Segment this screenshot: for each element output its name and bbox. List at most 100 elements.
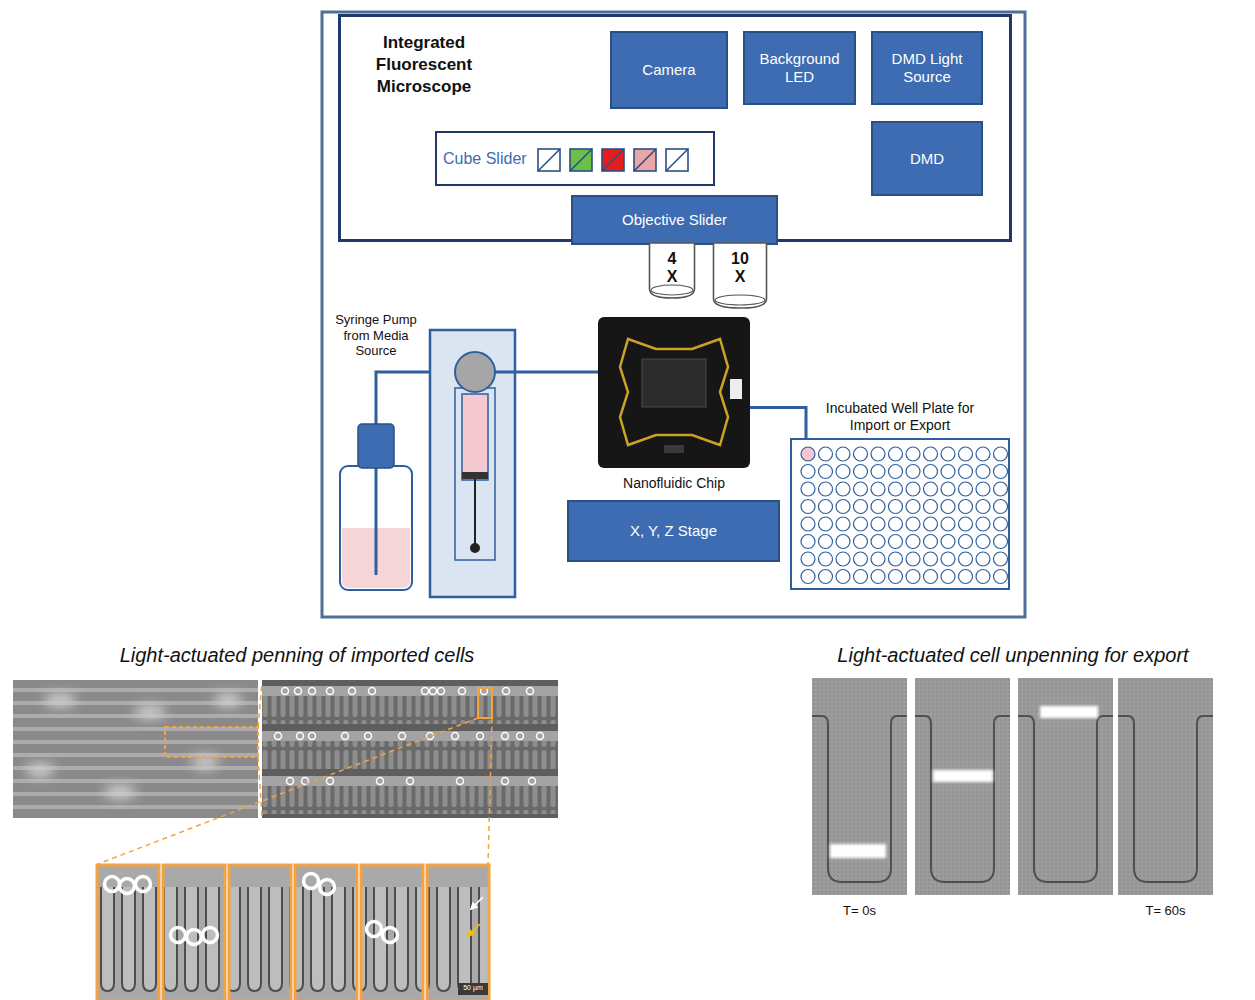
illustration-part (262, 680, 558, 818)
illustration-part (538, 149, 560, 171)
illustration-part (452, 733, 459, 740)
stage-box: X, Y, Z Stage (567, 500, 780, 562)
illustration-part (889, 517, 903, 531)
illustration-part (959, 482, 973, 496)
illustration-part (915, 678, 1010, 895)
illustration-part (976, 570, 990, 584)
label-slot: 50 µm (458, 984, 488, 992)
illustration-part (836, 570, 850, 584)
illustration-part (361, 865, 423, 1000)
well-plate: Incubated Well Plate for Import or Expor… (790, 438, 1010, 590)
dmd-box: DMD (871, 121, 983, 196)
illustration-part (642, 359, 706, 407)
panel-title: Light-actuated penning of imported cells (47, 643, 547, 667)
illustration-part (474, 479, 476, 545)
illustration-part (924, 570, 938, 584)
illustration-part (715, 295, 765, 305)
illustration-part (650, 243, 695, 298)
illustration-part (801, 500, 815, 514)
illustration-part (427, 865, 489, 1000)
illustration-part (430, 330, 515, 597)
node-text: Cube Slider (437, 150, 527, 168)
illustration-part (819, 570, 833, 584)
illustration-part (889, 465, 903, 479)
node-text: 4 X (667, 250, 678, 299)
illustration-part (819, 535, 833, 549)
illustration-part (282, 688, 289, 695)
illustration-part (941, 447, 955, 461)
illustration-part (602, 149, 624, 171)
illustration-part (801, 447, 815, 461)
illustration-part (871, 465, 885, 479)
illustration-part (994, 465, 1008, 479)
illustration-part (163, 865, 225, 1000)
illustration-part (477, 733, 484, 740)
illustration-part (889, 570, 903, 584)
illustration-part (165, 727, 258, 757)
scale-bar-label: 50 µm (458, 984, 488, 992)
illustration-part (455, 388, 495, 560)
illustration-part (203, 928, 218, 943)
nanofluidic-chip: Nanofluidic Chip (598, 317, 750, 468)
node-text: Camera (642, 61, 695, 79)
illustration-part (836, 500, 850, 514)
illustration-part (871, 535, 885, 549)
illustration-part (134, 705, 166, 719)
node-text: DMD (910, 150, 944, 168)
illustration-part (262, 731, 558, 741)
illustration-part (924, 465, 938, 479)
microscope-housing: Integrated Fluorescent MicroscopeCameraB… (338, 14, 1012, 242)
instrument-frame (322, 12, 1025, 617)
illustration-part (503, 688, 510, 695)
illustration-part (801, 482, 815, 496)
illustration-part (889, 482, 903, 496)
illustration-part (13, 805, 258, 809)
label-slot: Light-actuated cell unpenning for export (780, 643, 1246, 667)
illustration-part (527, 688, 534, 695)
illustration-part (924, 482, 938, 496)
illustration-part (714, 243, 767, 308)
illustration-part (295, 865, 357, 1000)
illustration-part (13, 688, 258, 809)
illustration-part (812, 678, 907, 895)
illustration-part (287, 778, 294, 785)
illustration-part (537, 733, 544, 740)
node-text: 10 X (731, 250, 749, 309)
illustration-part (994, 482, 1008, 496)
illustration-part (383, 928, 398, 943)
node-text: Objective Slider (622, 211, 727, 229)
illustration-part (26, 693, 242, 799)
illustration-part (399, 733, 406, 740)
illustration-part (438, 688, 445, 695)
illustration-part (214, 693, 242, 707)
illustration-part (941, 482, 955, 496)
illustration-part (889, 535, 903, 549)
illustration-part (906, 535, 920, 549)
illustration-part (854, 482, 868, 496)
illustration-part (495, 371, 598, 374)
illustration-part (854, 500, 868, 514)
camera-box: Camera (610, 31, 728, 109)
illustration-part (854, 552, 868, 566)
illustration-part (924, 517, 938, 531)
illustration-part (105, 877, 120, 892)
illustration-part (1118, 678, 1213, 895)
illustration-part (570, 149, 592, 171)
illustration-part (471, 897, 483, 909)
illustration-part (459, 688, 466, 695)
node-text: Integrated Fluorescent Microscope (362, 32, 486, 98)
illustration-part (98, 718, 478, 864)
illustration-part (455, 352, 495, 392)
illustration-part (320, 880, 335, 895)
illustration-part (836, 465, 850, 479)
illustration-part (1018, 678, 1113, 895)
node-text: Nanofluidic Chip (623, 475, 725, 491)
cube-slider: Cube Slider (435, 131, 715, 186)
illustration-part (854, 447, 868, 461)
illustration-part (470, 543, 480, 553)
illustration-part (915, 678, 1010, 895)
illustration-part (13, 753, 258, 757)
illustration-part (871, 482, 885, 496)
illustration-part (297, 733, 304, 740)
label-slot: T= 0s (812, 903, 907, 919)
